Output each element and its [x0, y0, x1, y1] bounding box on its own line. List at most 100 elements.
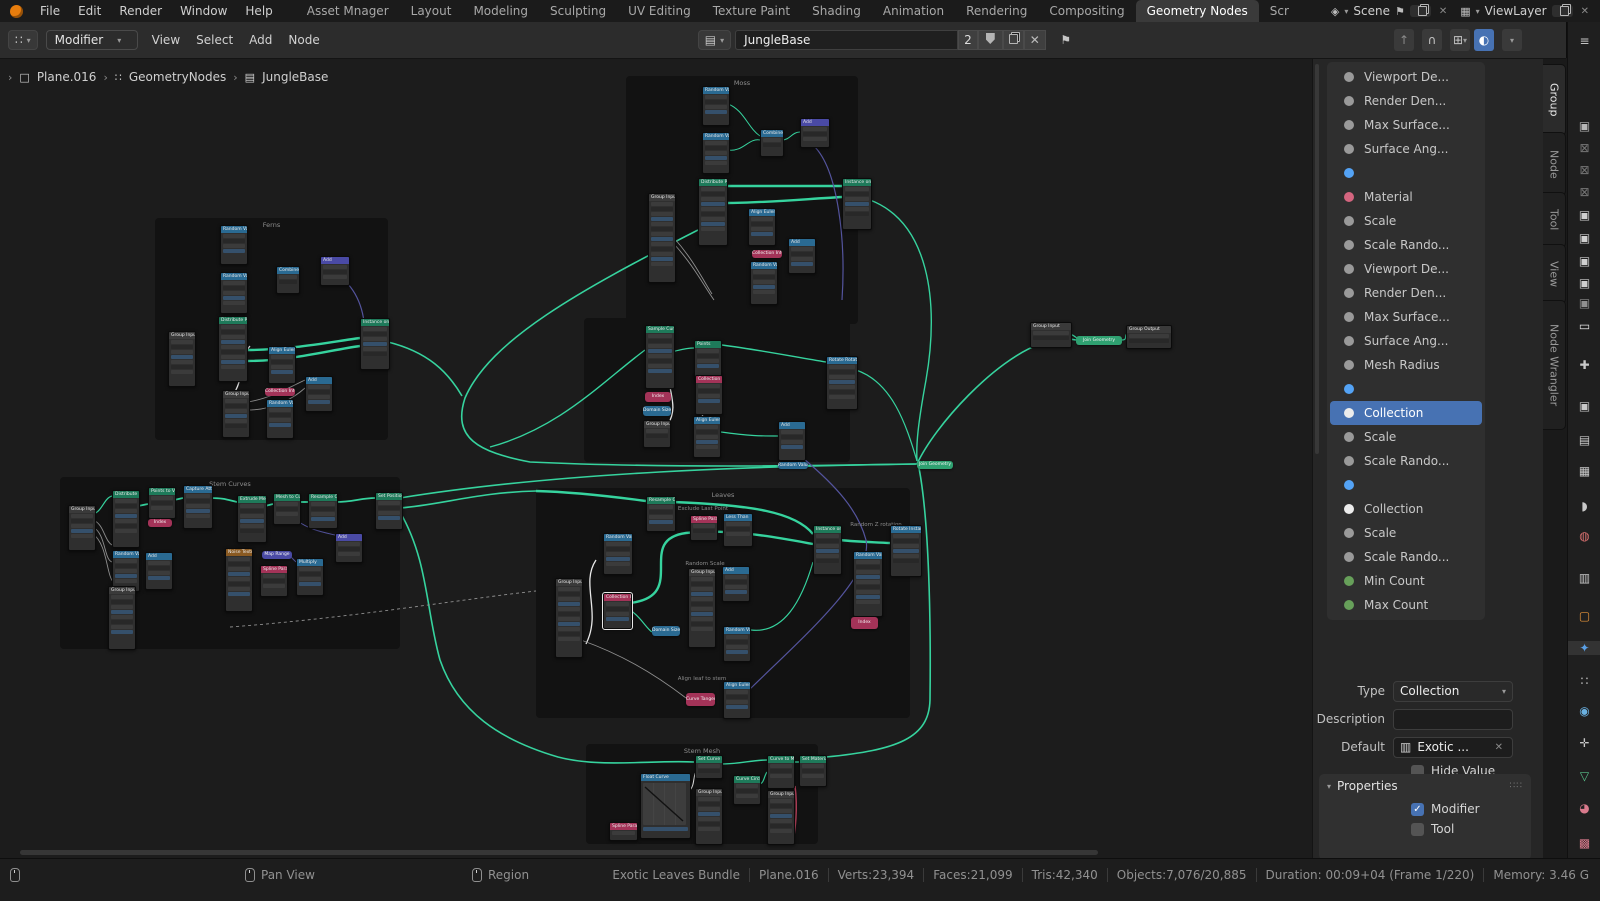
node-resample-curve[interactable]: Resample Curve: [308, 493, 338, 529]
node-random-value[interactable]: Random Value: [778, 462, 808, 469]
workspace-tab-layout[interactable]: Layout: [400, 0, 463, 22]
output-tab-icon[interactable]: ▤: [1568, 433, 1600, 447]
socket-row-scale[interactable]: Scale: [1330, 209, 1482, 233]
node-collection-info[interactable]: Collection Info: [265, 388, 295, 396]
node-editor-canvas[interactable]: ›□Plane.016›∷GeometryNodes›▤JungleBase M…: [0, 58, 1312, 858]
node-collection-info[interactable]: Collection Info: [695, 375, 723, 415]
node-instance-on-points[interactable]: Instance on Points: [842, 178, 872, 230]
curve-widget[interactable]: [643, 783, 686, 825]
node-instance-on-points[interactable]: Instance on Points: [813, 525, 842, 575]
node-set-position[interactable]: Set Position: [375, 492, 403, 530]
node-distribute-points-on-faces[interactable]: Distribute Points on Faces: [218, 316, 248, 382]
node-capture-attribute[interactable]: Capture Attribute: [183, 485, 213, 529]
node-distribute-points-on-faces[interactable]: Distribute Points on Faces: [112, 490, 140, 548]
node-index[interactable]: Index: [851, 617, 878, 629]
material-tab-icon[interactable]: ◕: [1568, 801, 1600, 815]
node-curve-circle[interactable]: Curve Circle: [733, 775, 761, 805]
texture-tab-icon[interactable]: ▩: [1568, 836, 1600, 850]
node-spline-parameter[interactable]: Spline Parameter: [260, 565, 288, 597]
node-add[interactable]: Add: [145, 552, 173, 590]
node-group-input[interactable]: Group Input: [68, 505, 96, 551]
socket-row-surface-ang-[interactable]: Surface Ang...: [1330, 137, 1482, 161]
copy-tree-button[interactable]: [1003, 30, 1024, 50]
editor-type-button[interactable]: ∷▾: [8, 30, 38, 50]
breadcrumb-item[interactable]: JungleBase: [262, 70, 328, 84]
socket-row-max-surface-[interactable]: Max Surface...: [1330, 113, 1482, 137]
node-combine-xyz[interactable]: Combine XYZ: [760, 129, 784, 157]
object-data-tab-icon[interactable]: ▽: [1568, 769, 1600, 783]
socket-row-viewport-de-[interactable]: Viewport De...: [1330, 257, 1482, 281]
node-map-range[interactable]: Map Range: [262, 551, 292, 559]
node-random-value[interactable]: Random Value: [603, 533, 633, 575]
editor-menu-select[interactable]: Select: [188, 33, 241, 47]
node-group-input[interactable]: Group Input: [168, 331, 196, 387]
particles-tab-icon[interactable]: ∷: [1568, 674, 1600, 688]
view-layer-tab-icon[interactable]: ▦: [1568, 464, 1600, 478]
node-random-value[interactable]: Random Value: [702, 132, 730, 174]
socket-row-scale-rando-[interactable]: Scale Rando...: [1330, 449, 1482, 473]
delete-layer-button[interactable]: ✕: [1578, 6, 1592, 17]
camera-icon[interactable]: ▣: [1568, 296, 1600, 310]
node-set-curve-radius[interactable]: Set Curve Radius: [695, 755, 723, 779]
socket-row[interactable]: [1330, 161, 1482, 185]
panel-scrollbar[interactable]: [1315, 64, 1319, 454]
panel-tab-view[interactable]: View: [1543, 244, 1566, 304]
node-points-to-vertices[interactable]: Points to Vertices: [148, 487, 176, 519]
panel-tab-tool[interactable]: Tool: [1543, 192, 1566, 248]
node-add[interactable]: Add: [305, 376, 333, 412]
workspace-tab-rendering[interactable]: Rendering: [955, 0, 1038, 22]
socket-row-scale[interactable]: Scale: [1330, 425, 1482, 449]
go-parent-tree-button[interactable]: ↑: [1394, 29, 1414, 51]
breadcrumb-item[interactable]: Plane.016: [37, 70, 97, 84]
node-combine-xyz[interactable]: Combine XYZ: [276, 266, 300, 294]
user-count-badge[interactable]: 2: [958, 30, 978, 50]
node-spline-parameter[interactable]: Spline Parameter: [690, 515, 718, 541]
menu-help[interactable]: Help: [236, 4, 281, 18]
properties-header[interactable]: ▾ Properties ∷∷: [1319, 774, 1531, 798]
delete-scene-button[interactable]: ✕: [1436, 6, 1450, 17]
socket-row-scale-rando-[interactable]: Scale Rando...: [1330, 545, 1482, 569]
node-slider[interactable]: [643, 827, 688, 831]
node-add[interactable]: Add: [722, 566, 750, 602]
scene-tab-icon[interactable]: ◗: [1568, 499, 1600, 513]
description-input[interactable]: [1393, 709, 1513, 730]
node-random-value[interactable]: Random Value: [220, 272, 248, 314]
node-random-value[interactable]: Random Value: [853, 551, 883, 617]
socket-row-viewport-de-[interactable]: Viewport De...: [1330, 65, 1482, 89]
node-align-euler-to-vector[interactable]: Align Euler to Vector: [723, 681, 751, 719]
node-group-input[interactable]: Group Input: [555, 578, 583, 658]
node-curve-to-mesh[interactable]: Curve to Mesh: [767, 755, 795, 789]
node-join-geometry[interactable]: Join Geometry: [1076, 336, 1122, 345]
workspace-tab-uv-editing[interactable]: UV Editing: [617, 0, 702, 22]
menu-edit[interactable]: Edit: [69, 4, 110, 18]
node-random-value[interactable]: Random Value: [723, 626, 751, 662]
node-set-material[interactable]: Set Material: [799, 755, 827, 787]
socket-row-surface-ang-[interactable]: Surface Ang...: [1330, 329, 1482, 353]
workspace-tab-shading[interactable]: Shading: [801, 0, 872, 22]
node-domain-size[interactable]: Domain Size: [643, 406, 671, 416]
socket-row-render-den-[interactable]: Render Den...: [1330, 281, 1482, 305]
node-tree-type-dropdown[interactable]: Modifier ▾: [46, 30, 138, 50]
overlays-toggle[interactable]: ◐: [1474, 29, 1494, 51]
node-align-euler-to-vector[interactable]: Align Euler to Vector: [748, 208, 776, 246]
node-group-output[interactable]: Group Output: [1126, 325, 1172, 349]
node-collection-info[interactable]: Collection Info: [752, 250, 782, 258]
node-random-value[interactable]: Random Value: [220, 225, 248, 265]
node-group-input[interactable]: Group Input: [767, 790, 795, 845]
pin-tree-button[interactable]: ⚑: [1056, 29, 1076, 51]
node-instance-on-points[interactable]: Instance on Points: [360, 318, 390, 370]
workspace-tab-geometry-nodes[interactable]: Geometry Nodes: [1136, 0, 1259, 22]
workspace-tab-compositing[interactable]: Compositing: [1038, 0, 1135, 22]
node-resample-curve[interactable]: Resample Curve: [646, 496, 676, 532]
overlays-dropdown[interactable]: ▾: [1502, 29, 1522, 51]
unlink-tree-button[interactable]: ✕: [1024, 30, 1046, 50]
scene-name[interactable]: Scene: [1353, 4, 1390, 18]
node-group-input[interactable]: Group Input: [688, 568, 716, 648]
view-layer-selector[interactable]: ▦▾ ViewLayer ✕: [1456, 3, 1596, 19]
default-collection-field[interactable]: ▥ Exotic ... ✕: [1393, 737, 1513, 758]
type-dropdown[interactable]: Collection ▾: [1393, 681, 1513, 702]
menu-render[interactable]: Render: [110, 4, 171, 18]
node-group-input[interactable]: Group Input: [695, 788, 723, 845]
socket-row-scale[interactable]: Scale: [1330, 521, 1482, 545]
breadcrumb-item[interactable]: GeometryNodes: [129, 70, 226, 84]
